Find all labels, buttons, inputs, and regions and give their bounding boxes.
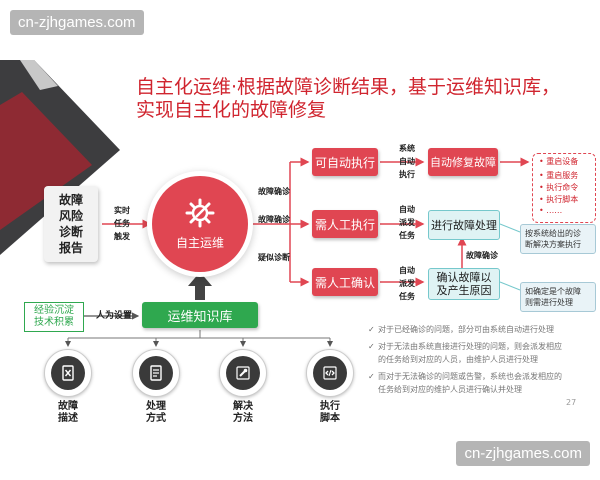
bottom-node-execute-script: 执行 脚本 [303,349,357,425]
confirm-line: 及产生原因 [436,284,492,297]
page-number: 27 [566,398,577,407]
bottom-node-line: 脚本 [320,413,340,424]
bottom-node-line: 处理 [146,401,166,412]
branch-label-confirm-1: 故障确诊 [258,187,290,196]
bullet-line: 而对于无法确诊的问题或告警，系统也会派发相应的 [378,372,562,381]
bottom-node-line: 执行 [320,401,340,412]
trigger-line: 触发 [114,232,130,241]
trigger-label: 实时 任务 触发 [108,204,136,243]
branch-label-suspected: 疑似诊断 [258,253,290,262]
mid-label-row1: 系统 自动 执行 [396,142,418,181]
note-line: 则需进行处理 [525,298,573,307]
bottom-node-line: 描述 [58,413,78,424]
action-text: 执行脚本 [546,195,579,204]
bottom-node-line: 故障 [58,401,78,412]
manual-exec-box: 需人工执行 [312,210,378,238]
manual-setting-label: 人为设置 [96,311,133,321]
action-item: • 重启设备 [539,157,579,166]
bottom-node-label: 处理 方式 [129,401,183,425]
fault-risk-report: 故障 风险 诊断 报告 [44,186,98,262]
bullet-line: 对于无法由系统直接进行处理的问题，则会派发相应 [378,342,562,351]
action-item: • 重启服务 [539,171,579,180]
action-text: 执行命令 [546,183,579,192]
action-item: • 执行命令 [539,183,579,192]
bullet-notes: 对于已经确诊的问题，部分可由系统自动进行处理 对于无法由系统直接进行处理的问题，… [368,323,590,396]
note-line: 断解决方案执行 [525,240,581,249]
script-icon [62,365,74,381]
bottom-node-line: 方式 [146,413,166,424]
bottom-node-fault-description: 故障 描述 [41,349,95,425]
mid-label-line: 任务 [399,231,415,240]
mid-label-line: 任务 [399,292,415,301]
auto-exec-box: 可自动执行 [312,148,378,176]
code-icon [323,366,337,380]
mid-label-line: 自动 [399,266,415,275]
bullet-item: 对于已经确诊的问题，部分可由系统自动进行处理 [368,323,590,336]
mid-label-line: 派发 [399,279,415,288]
document-icon [150,365,162,381]
experience-line: 技术积累 [34,317,74,328]
trigger-line: 任务 [114,219,130,228]
experience-line: 经验沉淀 [34,305,74,316]
confirm-line: 确认故障以 [436,271,492,284]
report-line: 诊断 [58,225,83,239]
knowledge-base-box: 运维知识库 [142,302,258,328]
report-line: 报告 [58,241,83,255]
title-line-2: 实现自主化的故障修复 [136,99,327,121]
confirm-note: 如确定是个故障 则需进行处理 [520,282,596,312]
bottom-node-label: 执行 脚本 [303,401,357,425]
confirm-link-label: 故障确诊 [466,251,498,260]
trigger-line: 实时 [114,206,130,215]
bullet-line: 的任务给到对应的人员，由维护人员进行处理 [378,355,538,364]
mid-label-line: 自动 [399,205,415,214]
bullet-line: 对于已经确诊的问题，部分可由系统自动进行处理 [378,325,554,334]
action-item: • …… [539,206,563,215]
mid-label-line: 执行 [399,170,415,179]
action-text: …… [546,206,563,215]
title-line-1: 自主化运维·根据故障诊断结果，基于运维知识库， [136,76,561,98]
wrench-icon [236,366,250,380]
report-line: 风险 [58,209,83,223]
handle-note: 按系统给出的诊 断解决方案执行 [520,224,596,254]
bullet-line: 任务给到对应的维护人员进行确认并处理 [378,385,522,394]
note-line: 如确定是个故障 [525,287,581,296]
watermark-bottom: cn-zjhgames.com [456,441,590,466]
mid-label-line: 派发 [399,218,415,227]
action-item: • 执行脚本 [539,195,579,204]
bottom-node-handling-method: 处理 方式 [129,349,183,425]
bullet-item: 而对于无法确诊的问题或告警，系统也会派发相应的 任务给到对应的维护人员进行确认并… [368,370,590,396]
autonomous-ops-node: 自主运维 [152,176,248,272]
experience-box: 经验沉淀 技术积累 [24,302,84,332]
branch-label-confirm-2: 故障确诊 [258,215,290,224]
bottom-node-line: 解决 [233,401,253,412]
gear-wrench-icon [185,198,215,227]
fault-confirm-box: 确认故障以 及产生原因 [428,268,500,300]
action-text: 重启服务 [546,171,579,180]
center-label: 自主运维 [175,235,224,250]
note-line: 按系统给出的诊 [525,229,581,238]
mid-label-row3: 自动 派发 任务 [396,264,418,303]
action-text: 重启设备 [546,157,579,166]
mid-label-row2: 自动 派发 任务 [396,203,418,242]
report-line: 故障 [58,193,83,207]
watermark-top: cn-zjhgames.com [10,10,144,35]
fault-handle-box: 进行故障处理 [428,210,500,240]
bottom-node-label: 故障 描述 [41,401,95,425]
manual-confirm-box: 需人工确认 [312,268,378,296]
slide-title: 自主化运维·根据故障诊断结果，基于运维知识库， 实现自主化的故障修复 [136,76,596,122]
mid-label-line: 自动 [399,157,415,166]
mid-label-line: 系统 [399,144,415,153]
bottom-node-line: 方法 [233,413,253,424]
bullet-item: 对于无法由系统直接进行处理的问题，则会派发相应 的任务给到对应的人员，由维护人员… [368,340,590,366]
bottom-node-solution: 解决 方法 [216,349,270,425]
auto-repair-box: 自动修复故障 [428,148,498,176]
bottom-node-label: 解决 方法 [216,401,270,425]
action-list: • 重启设备 • 重启服务 • 执行命令 • 执行脚本 • …… [532,153,596,223]
